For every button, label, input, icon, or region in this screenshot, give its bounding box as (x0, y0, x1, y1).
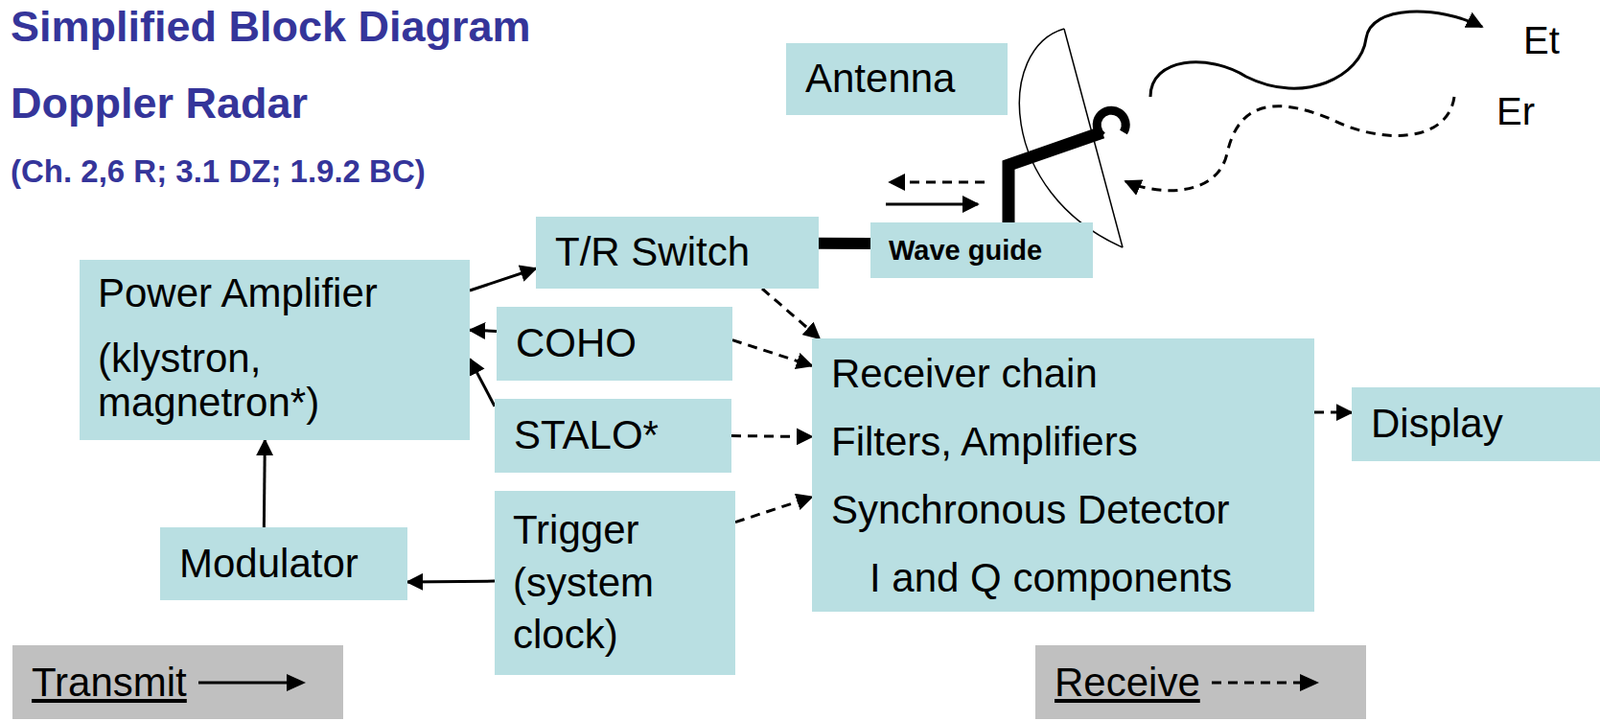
transmit-connector (469, 329, 497, 331)
node-text: Filters, Amplifiers (831, 407, 1303, 476)
receive-connector (732, 340, 812, 367)
transmit-connector (262, 440, 267, 528)
title: Simplified Block Diagram (10, 1, 532, 52)
transmit-connector (469, 358, 495, 406)
node-text: Antenna (805, 54, 997, 103)
amplifier-box: Power Amplifier (klystron, magnetron*) (79, 259, 470, 441)
transmit-connector (818, 237, 871, 250)
transmit-connector (407, 579, 495, 584)
node-text: Trigger (system clock) (512, 504, 724, 662)
oscillator-box: COHO (496, 306, 733, 381)
node-text: I and Q components (831, 543, 1303, 612)
transmit-connector (469, 268, 536, 291)
node-text: Power Amplifier (97, 271, 459, 316)
legend-sample (196, 671, 308, 695)
feed-horn (1096, 110, 1126, 137)
antenna-box: Antenna (786, 43, 1008, 116)
field-label: Et (1523, 19, 1560, 63)
switch-box: T/R Switch (535, 216, 819, 289)
receive-hint-arrow (889, 181, 985, 185)
legend-sample (1209, 671, 1322, 695)
legend-item: Transmit (12, 645, 344, 719)
modulator-box: Modulator (160, 527, 408, 601)
node-text: T/R Switch (555, 228, 808, 277)
display-box: Display (1351, 387, 1600, 462)
node-text: (klystron, magnetron*) (97, 336, 459, 425)
legend-text: Receive (1054, 659, 1201, 706)
oscillator-box: STALO* (494, 398, 732, 473)
trigger-box: Trigger (system clock) (494, 490, 736, 675)
node-text: COHO (515, 319, 721, 368)
reference-note: (Ch. 2,6 R; 3.1 DZ; 1.9.2 BC) (10, 153, 426, 190)
transmit-hint-arrow (885, 203, 978, 207)
waveguide-box: Wave guide (870, 222, 1093, 279)
node-text: STALO* (513, 411, 720, 460)
feed-arm (1008, 132, 1103, 231)
transmitted-wave (1150, 11, 1483, 97)
receive-connector (1314, 410, 1352, 414)
legend-text: Transmit (31, 659, 187, 706)
field-label: Er (1496, 90, 1535, 134)
receive-connector (731, 436, 812, 438)
node-text: Display (1370, 399, 1589, 448)
receive-connector (735, 496, 812, 522)
node-text: Synchronous Detector (831, 475, 1303, 544)
subtitle: Doppler Radar (10, 78, 308, 129)
node-text: Receiver chain (831, 339, 1303, 408)
receiver-box: Receiver chainFilters, AmplifiersSynchro… (811, 338, 1315, 612)
received-wave (1125, 96, 1455, 191)
node-text: Modulator (179, 539, 396, 588)
legend-item: Receive (1035, 645, 1367, 719)
receive-connector (762, 288, 820, 339)
node-text: Wave guide (888, 233, 1082, 268)
